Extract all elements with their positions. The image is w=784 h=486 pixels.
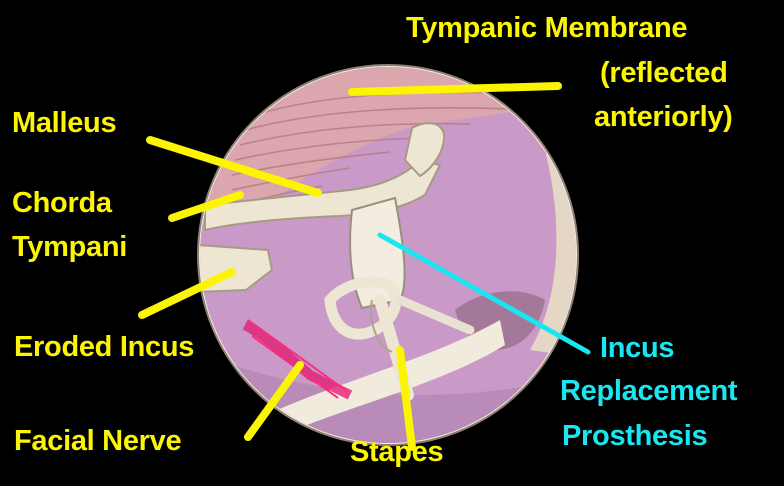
label-tympanic-membrane-line3: anteriorly) [594, 101, 733, 133]
label-chorda-tympani: Chorda [12, 187, 112, 219]
label-facial-nerve: Facial Nerve [14, 425, 181, 457]
label-prosthesis-line3: Prosthesis [562, 420, 707, 452]
ear-view-circle [190, 49, 600, 470]
label-tympanic-membrane: Tympanic Membrane [406, 12, 687, 44]
label-prosthesis: Incus [600, 332, 674, 364]
label-stapes: Stapes [350, 436, 443, 468]
label-eroded-incus: Eroded Incus [14, 331, 194, 363]
label-chorda-tympani-line2: Tympani [12, 231, 127, 263]
label-malleus: Malleus [12, 107, 116, 139]
label-tympanic-membrane-line2: (reflected [600, 57, 728, 89]
label-prosthesis-line2: Replacement [560, 375, 737, 407]
